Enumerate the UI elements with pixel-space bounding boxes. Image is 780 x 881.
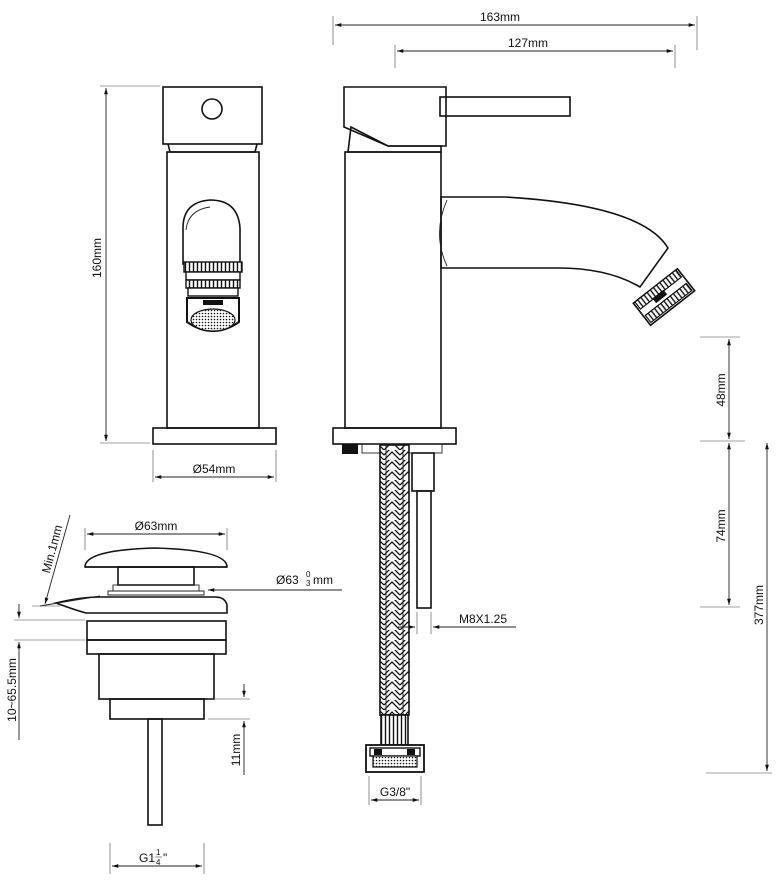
front-body [167,143,258,153]
dim-spout-clearance: 48mm [700,336,745,442]
waste-flange-tol-top: 0 [306,570,311,579]
front-view [152,86,277,445]
total-length-label: 163mm [480,10,520,24]
waste-thread-label: G1 [139,851,155,865]
front-aerator-ring [183,261,243,273]
side-base [332,427,457,445]
side-spout [440,196,669,289]
side-aerator [632,267,696,327]
front-handle-block [162,86,263,145]
waste-thread-length-label: 11mm [229,734,243,766]
waste-range-label: 10~65.5mm [5,658,19,722]
hose-connection-label: G3/8" [380,785,410,799]
dim-waste-thread: G1 1 4 " [109,843,205,874]
waste-flange-unit: mm [313,573,333,587]
side-handle-lever [439,96,571,117]
dim-hose-length: 377mm [706,443,772,774]
waste-cap-label: Ø63mm [135,519,178,533]
side-handle-cap [343,86,447,147]
height-label: 160mm [90,238,104,278]
dim-height: 160mm [90,85,160,444]
waste-view [39,547,228,826]
dim-base-diameter: Ø54mm [152,450,277,482]
mounting-stud [411,452,435,492]
hose-length-label: 377mm [752,585,766,625]
base-diameter-label: Ø54mm [193,462,236,476]
dim-waste-range: 10~65.5mm [5,604,85,740]
dim-hose-connection: G3/8" [368,776,422,805]
svg-text:Ø63: Ø63 [276,573,299,587]
dim-stud-thread: M8X1.25 [398,612,516,634]
front-base [152,427,277,445]
dim-shank-length: 74mm [700,443,740,608]
waste-nut [86,620,227,641]
side-view [332,86,696,773]
shank-length-label: 74mm [714,509,728,542]
dim-waste-min-gap: Min.1mm [32,514,71,607]
waste-thread [109,698,205,720]
braided-hose [379,444,410,716]
waste-tailpipe [147,718,163,826]
stud-thread-label: M8X1.25 [459,612,507,626]
side-body [344,151,442,429]
dim-waste-flange: Ø63 0 3 mm [208,570,342,592]
front-spout [182,199,241,266]
hose-ferrule [380,714,409,746]
spout-reach-label: 127mm [508,36,548,50]
waste-body [98,653,215,700]
dim-spout-reach: 127mm [394,36,676,68]
dim-waste-cap: Ø63mm [84,519,228,550]
waste-cap [84,547,228,568]
front-handle-pin-icon [201,98,223,120]
waste-min-gap-label: Min.1mm [39,523,65,574]
waste-flange-label: Ø63 [276,573,299,587]
waste-flange [53,596,228,614]
dim-total-length: 163mm [332,10,698,50]
waste-thread-numerator: 1 [156,848,161,857]
dim-waste-thread-length: 11mm [208,684,250,775]
waste-thread-inch: " [163,851,167,865]
waste-thread-denominator: 4 [156,858,161,867]
spout-clearance-label: 48mm [714,373,728,406]
waste-flange-tol-bottom: 3 [306,579,311,588]
